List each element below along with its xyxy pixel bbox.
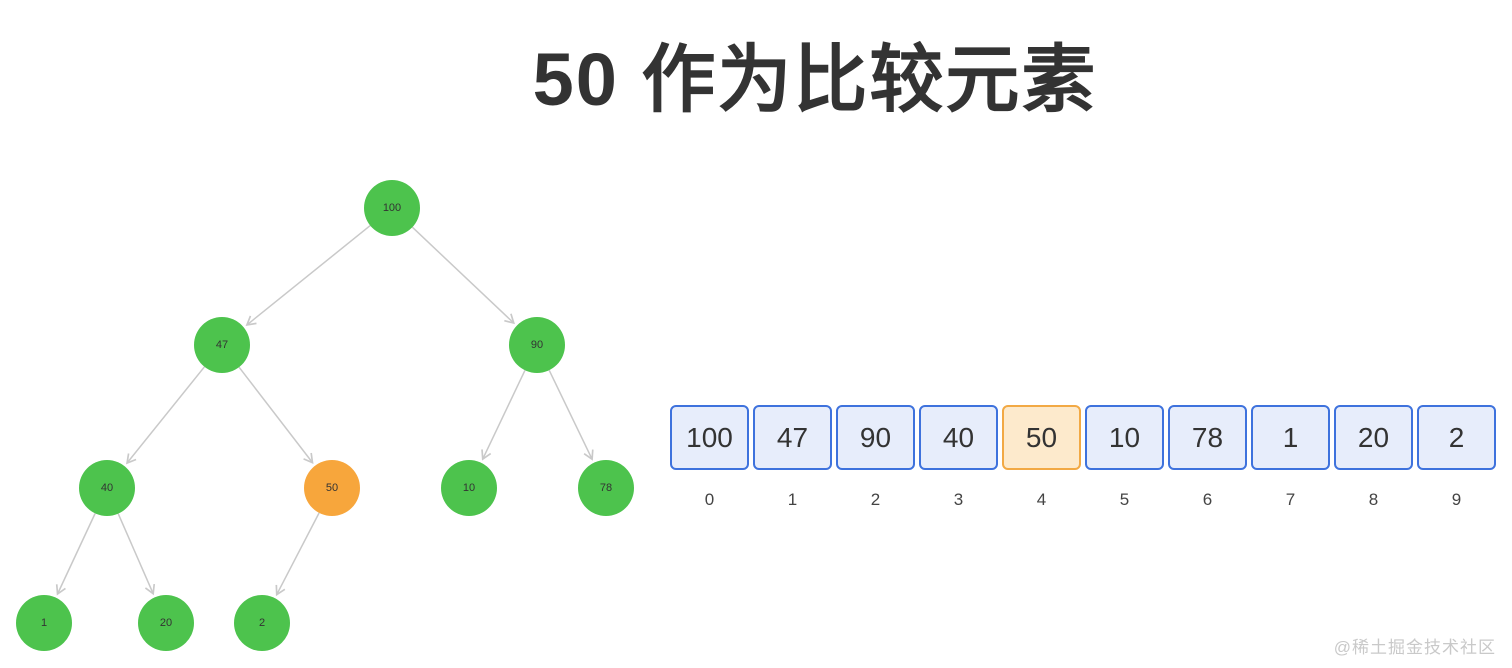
tree-node-value: 40 [101, 482, 113, 494]
tree-node-highlighted: 50 [304, 460, 360, 516]
tree-node: 40 [79, 460, 135, 516]
array-index-label: 1 [787, 490, 798, 509]
array-cell-value: 50 [1025, 421, 1058, 453]
array-index-label: 8 [1368, 490, 1379, 509]
array-cell: 78 [1168, 405, 1247, 470]
array-cell: 40 [919, 405, 998, 470]
tree-edge [245, 224, 371, 326]
binary-tree: 100 47 90 40 50 10 78 1 20 2 [16, 180, 634, 651]
page-title: 50 作为比较元素 [532, 38, 1098, 121]
array-index-label: 4 [1036, 490, 1047, 509]
array-cell-value: 40 [942, 421, 975, 453]
array-cell: 47 [753, 405, 832, 470]
tree-node-value: 2 [259, 617, 265, 629]
tree-node-value: 50 [326, 482, 338, 494]
tree-node: 100 [364, 180, 420, 236]
array-cell: 90 [836, 405, 915, 470]
array-index-label: 0 [704, 490, 715, 509]
array-index-label: 2 [870, 490, 881, 509]
tree-node-value: 10 [463, 482, 475, 494]
tree-node: 2 [234, 595, 290, 651]
array-cell: 2 [1417, 405, 1496, 470]
tree-edge [117, 513, 156, 596]
tree-edge [238, 366, 314, 464]
array-cell-highlighted: 50 [1002, 405, 1081, 470]
tree-edge [481, 369, 526, 461]
tree-node: 10 [441, 460, 497, 516]
array-index-label: 6 [1202, 490, 1213, 509]
array-cell-value: 10 [1108, 421, 1141, 453]
tree-node-value: 20 [160, 617, 172, 629]
tree-node-value: 1 [41, 617, 47, 629]
array-cell-value: 47 [776, 421, 809, 453]
tree-node-value: 47 [216, 339, 228, 351]
tree-node: 20 [138, 595, 194, 651]
array-cell: 10 [1085, 405, 1164, 470]
array-cell-value: 1 [1282, 421, 1299, 453]
tree-node: 1 [16, 595, 72, 651]
array-index-label: 9 [1451, 490, 1462, 509]
tree-edge [548, 369, 594, 461]
array-index-label: 7 [1285, 490, 1296, 509]
array-cell: 100 [670, 405, 749, 470]
array-index-row: 0 1 2 3 4 5 6 7 8 9 [670, 490, 1496, 510]
tree-node: 78 [578, 460, 634, 516]
array-cell-value: 20 [1357, 421, 1390, 453]
tree-edge [55, 513, 96, 596]
tree-node: 47 [194, 317, 250, 373]
array-cell: 1 [1251, 405, 1330, 470]
array-index-label: 5 [1119, 490, 1130, 509]
array-cell-value: 90 [859, 421, 892, 453]
array-cell: 20 [1334, 405, 1413, 470]
array-cells-row: 100 47 90 40 50 10 78 1 20 2 [670, 405, 1496, 470]
tree-edge [275, 512, 320, 597]
array-index-label: 3 [953, 490, 964, 509]
tree-edge [125, 366, 206, 465]
array-cell-value: 78 [1191, 421, 1224, 453]
tree-edge [411, 226, 515, 325]
tree-node-value: 78 [600, 482, 612, 494]
tree-node-value: 100 [383, 202, 401, 214]
watermark: @稀土掘金技术社区 [1333, 638, 1496, 657]
array-cell-value: 100 [686, 421, 733, 453]
tree-node: 90 [509, 317, 565, 373]
tree-node-value: 90 [531, 339, 543, 351]
array-cell-value: 2 [1448, 421, 1465, 453]
